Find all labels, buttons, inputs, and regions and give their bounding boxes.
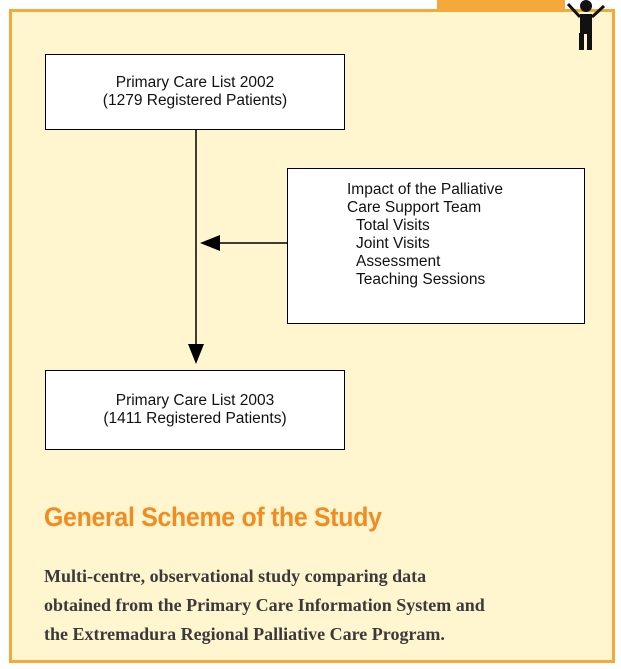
impact-connector-arrowhead <box>200 235 220 251</box>
caption-title: General Scheme of the Study <box>44 502 382 532</box>
side-item-teaching-sessions: Teaching Sessions <box>356 271 486 288</box>
box-bottom-line-2: (1411 Registered Patients) <box>103 410 287 427</box>
box-top-line-2: (1279 Registered Patients) <box>102 92 288 109</box>
side-item-total-visits: Total Visits <box>356 217 430 234</box>
main-flow-arrowhead <box>188 344 204 364</box>
primary-care-list-2002-box: Primary Care List 2002 (1279 Registered … <box>45 54 345 130</box>
caption-description-line-3: the Extremadura Regional Palliative Care… <box>44 624 445 644</box>
palliative-care-impact-box: Impact of the Palliative Care Support Te… <box>287 168 585 324</box>
caption-description: Multi-centre, observational study compar… <box>44 562 604 649</box>
primary-care-list-2003-box: Primary Care List 2003 (1411 Registered … <box>45 370 345 450</box>
side-heading-line-2: Care Support Team <box>347 199 482 216</box>
side-item-assessment: Assessment <box>356 253 441 270</box>
caption-description-line-2: obtained from the Primary Care Informati… <box>44 595 485 615</box>
caption-description-line-1: Multi-centre, observational study compar… <box>44 566 427 586</box>
box-top-line-1: Primary Care List 2002 <box>115 74 275 91</box>
side-heading-line-1: Impact of the Palliative <box>347 181 503 198</box>
person-figure-icon <box>566 0 606 50</box>
corner-tab <box>437 0 565 12</box>
side-item-joint-visits: Joint Visits <box>356 235 430 252</box>
box-bottom-line-1: Primary Care List 2003 <box>115 392 275 409</box>
